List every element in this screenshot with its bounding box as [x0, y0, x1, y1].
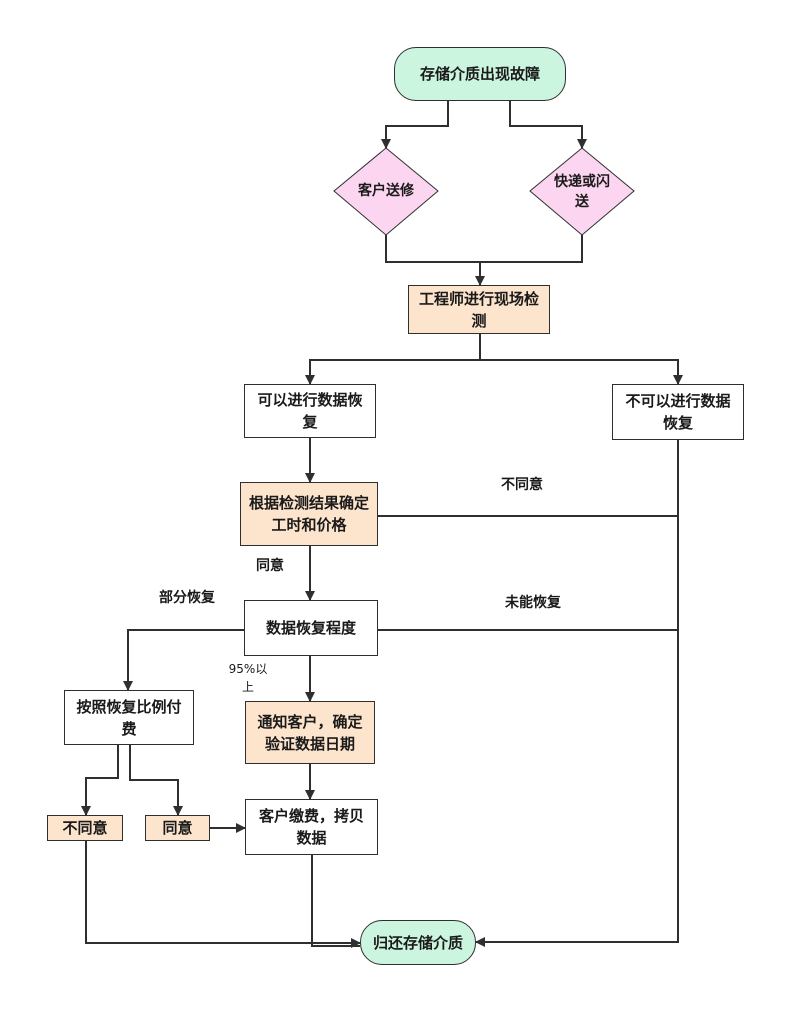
- label-over95: 95%以上: [228, 662, 268, 694]
- label-agree: 同意: [256, 558, 284, 574]
- degree-node: 数据恢复程度: [244, 600, 378, 656]
- label-partial: 部分恢复: [159, 590, 215, 606]
- edge-pay-to-end: [311, 855, 360, 947]
- edge-disagree-to-end: [85, 841, 361, 948]
- decision-courier: [529, 147, 635, 236]
- proportional-pay-node: 按照恢复比例付费: [64, 690, 194, 745]
- edge-start-to-courier: [509, 101, 587, 149]
- inspection-node: 工程师进行现场检测: [408, 285, 550, 334]
- edge-inspection-to-recoverable: [305, 334, 481, 385]
- not-recoverable-node: 不可以进行数据恢复: [612, 384, 744, 440]
- decision-customer-visit: [333, 147, 439, 236]
- agree-box: 同意: [145, 815, 210, 841]
- start-node: 存储介质出现故障: [394, 47, 566, 101]
- customer-visit-text: 客户送修: [358, 183, 414, 199]
- edge-degree-to-proportional: [123, 629, 244, 691]
- edge-proportional-to-disagree: [81, 745, 119, 816]
- edge-proportional-to-agree: [129, 745, 183, 816]
- edge-customer-visit-merge: [385, 235, 480, 263]
- recoverable-node: 可以进行数据恢复: [244, 384, 376, 438]
- disagree-box: 不同意: [47, 815, 123, 841]
- edge-inspection-to-not-recoverable: [480, 359, 683, 385]
- pricing-node: 根据检测结果确定工时和价格: [240, 482, 378, 546]
- end-node: 归还存储介质: [360, 920, 476, 965]
- pay-copy-node: 客户缴费，拷贝数据: [245, 799, 378, 855]
- label-failed: 未能恢复: [505, 595, 561, 611]
- edge-start-to-customer-visit: [381, 101, 449, 149]
- notify-node: 通知客户，确定验证数据日期: [245, 701, 375, 764]
- edge-not-recoverable-to-end: [475, 440, 679, 947]
- edge-courier-merge: [480, 235, 583, 263]
- courier-text: 快递或闪送: [554, 174, 610, 210]
- label-disagree: 不同意: [501, 477, 543, 493]
